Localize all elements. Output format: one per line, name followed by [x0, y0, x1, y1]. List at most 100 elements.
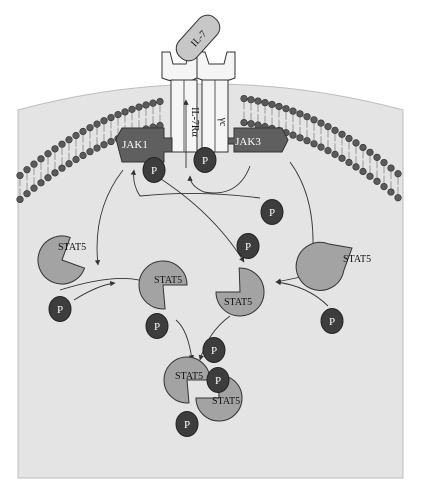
stat5-dimer-top: STAT5	[163, 356, 211, 404]
lipid-head	[65, 136, 73, 144]
gamma-c-label: γc	[217, 117, 228, 127]
lipid-head	[79, 127, 87, 136]
lipid-head	[72, 131, 80, 140]
phosphate-group: P	[236, 233, 260, 259]
lipid-head	[317, 119, 325, 127]
lipid-head	[324, 123, 332, 131]
phosphate-label: P	[269, 207, 275, 219]
lipid-head	[296, 110, 304, 118]
stat5-bound-right: STAT5	[215, 267, 265, 317]
lipid-head	[93, 120, 101, 128]
jak1-kinase: JAK1	[115, 127, 173, 163]
lipid-head	[366, 148, 374, 156]
lipid-head	[331, 150, 339, 158]
lipid-head	[254, 97, 262, 105]
lipid-head	[303, 137, 311, 145]
lipid-head	[149, 99, 157, 107]
jak3-kinase: JAK3	[227, 127, 289, 153]
lipid-head	[156, 97, 164, 106]
phosphate-label: P	[215, 375, 221, 387]
lipid-head	[296, 134, 304, 142]
lipid-head	[58, 140, 66, 148]
lipid-head	[359, 143, 367, 152]
phosphate-group: P	[320, 308, 344, 334]
phosphate-label: P	[329, 316, 335, 328]
stat5-free-right: STAT5	[295, 241, 371, 291]
phosphate-group: P	[260, 199, 284, 225]
lipid-head	[58, 164, 66, 172]
il7ra-label: IL-7Rα	[189, 107, 200, 137]
lipid-head	[338, 154, 346, 162]
phosphate-label: P	[211, 345, 217, 357]
lipid-head	[387, 164, 395, 172]
lipid-head	[380, 183, 388, 191]
lipid-head	[345, 134, 353, 143]
lipid-head	[240, 94, 248, 103]
phosphate-label: P	[154, 321, 160, 333]
lipid-head	[303, 113, 311, 121]
lipid-head	[16, 171, 24, 180]
stat5-free-left-label: STAT5	[58, 242, 86, 253]
lipid-head	[380, 159, 388, 167]
phosphate-group: P	[142, 157, 166, 183]
phosphate-label: P	[245, 241, 251, 253]
lipid-head	[23, 166, 31, 174]
lipid-head	[142, 101, 150, 109]
lipid-head	[100, 117, 108, 125]
phosphate-group: P	[193, 147, 217, 173]
lipid-head	[107, 137, 115, 146]
phosphate-label: P	[57, 304, 63, 316]
lipid-head	[394, 194, 402, 202]
lipid-head	[247, 96, 255, 104]
lipid-head	[86, 124, 94, 132]
phosphate-label: P	[202, 155, 208, 167]
jak1-label: JAK1	[122, 139, 148, 151]
lipid-head	[254, 121, 262, 129]
lipid-head	[44, 174, 52, 182]
lipid-head	[310, 116, 318, 124]
stat5-free-left: STAT5	[37, 235, 86, 285]
phosphate-group: P	[48, 296, 72, 322]
lipid-head	[16, 195, 24, 204]
lipid-head	[247, 120, 255, 128]
lipid-head	[30, 184, 38, 192]
stat5-free-right-label: STAT5	[343, 254, 371, 265]
phosphate-label: P	[184, 419, 190, 431]
lipid-head	[289, 131, 297, 139]
lipid-head	[23, 190, 31, 198]
lipid-head	[240, 118, 248, 127]
lipid-head	[345, 158, 353, 167]
lipid-head	[128, 105, 136, 113]
lipid-head	[135, 103, 143, 111]
lipid-head	[114, 111, 122, 119]
stat5-dimer-bottom: STAT5	[195, 374, 243, 422]
jak3-label: JAK3	[235, 136, 261, 148]
phosphate-groups: P P P P P P P P P P	[48, 147, 344, 437]
lipid-head	[121, 108, 129, 116]
lipid-head	[107, 113, 115, 122]
lipid-head	[30, 160, 38, 168]
lipid-head	[366, 172, 374, 180]
phosphate-label: P	[151, 165, 157, 177]
lipid-head	[373, 177, 381, 185]
stat5-bound-right-label: STAT5	[224, 297, 252, 308]
lipid-head	[338, 130, 346, 138]
lipid-head	[282, 105, 290, 113]
lipid-head	[310, 140, 318, 148]
phosphate-group: P	[202, 337, 226, 363]
lipid-head	[37, 155, 45, 163]
il7-ligand: IL-7	[175, 14, 221, 62]
phosphate-group: P	[175, 411, 199, 437]
lipid-head	[268, 100, 276, 109]
common-gamma-chain	[196, 51, 236, 153]
lipid-head	[394, 170, 402, 178]
lipid-head	[72, 155, 80, 164]
lipid-head	[93, 144, 101, 152]
stat5-dimer-bottom-label: STAT5	[212, 396, 240, 407]
stat5-bound-left-label: STAT5	[154, 275, 182, 286]
lipid-head	[289, 107, 297, 115]
lipid-head	[51, 169, 59, 177]
lipid-head	[100, 141, 108, 149]
